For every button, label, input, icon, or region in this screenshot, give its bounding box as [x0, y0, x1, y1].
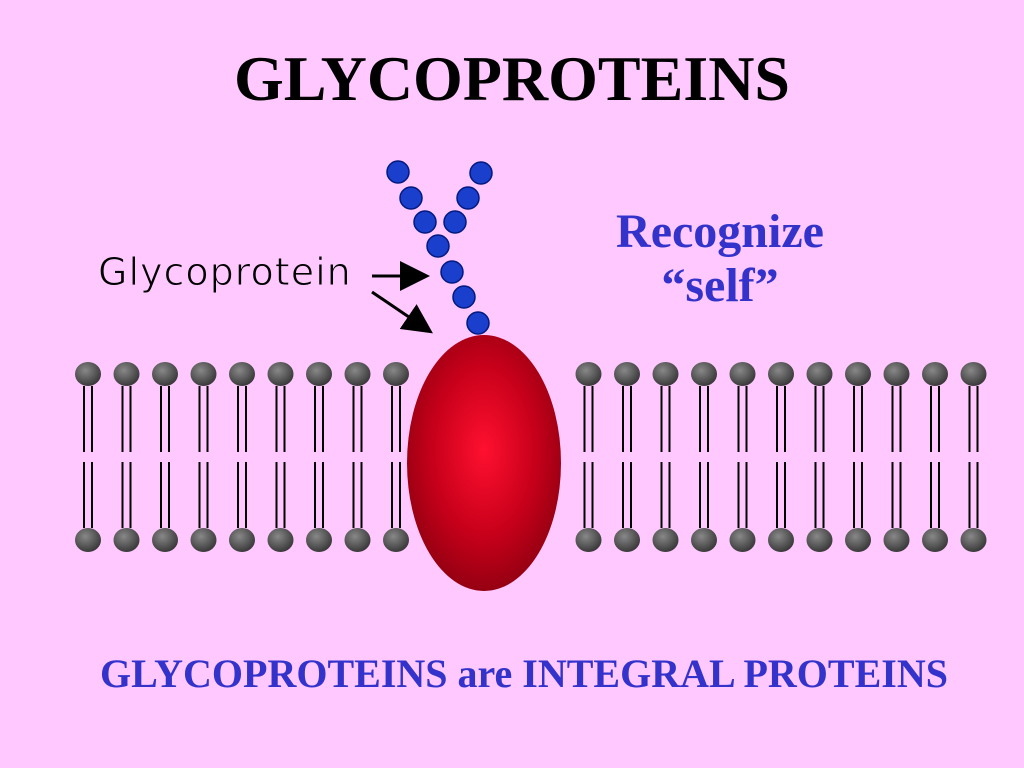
sugar-bead	[440, 260, 464, 284]
slide-title: GLYCOPROTEINS	[234, 43, 790, 114]
sugar-bead	[456, 186, 480, 210]
carbohydrate-chain	[386, 160, 493, 335]
phospholipid-head	[652, 362, 679, 386]
sugar-bead	[443, 210, 467, 234]
callout-line-1: Recognize	[616, 205, 824, 258]
phospholipid-head	[652, 528, 679, 552]
phospholipid-head	[806, 528, 833, 552]
sugar-bead	[386, 160, 410, 184]
pointer-arrow-protein	[371, 290, 433, 334]
phospholipid-head	[575, 528, 602, 552]
phospholipid-head	[113, 362, 140, 386]
phospholipid-head	[229, 528, 255, 552]
glycoprotein-pointer-arrows	[371, 261, 433, 334]
phospholipid-head	[729, 528, 756, 552]
phospholipid-head	[922, 528, 948, 552]
phospholipid-head	[344, 528, 371, 552]
recognize-self-callout: Recognize “self”	[560, 205, 880, 313]
phospholipid-head	[845, 362, 871, 386]
sugar-bead	[469, 161, 493, 185]
phospholipid-bilayer	[75, 362, 987, 552]
integral-protein	[407, 335, 561, 591]
phospholipid-head	[267, 528, 294, 552]
phospholipid-head	[152, 362, 178, 386]
phospholipid-head	[729, 362, 756, 386]
phospholipid-head	[267, 362, 294, 386]
phospholipid-head	[768, 362, 794, 386]
phospholipid-head	[152, 528, 178, 552]
phospholipid-head	[383, 528, 409, 552]
glycoprotein-label: Glycoprotein	[98, 250, 352, 295]
sugar-bead	[452, 285, 476, 309]
phospholipid-head	[75, 528, 101, 552]
phospholipid-head	[306, 528, 332, 552]
phospholipid-head	[575, 362, 602, 386]
phospholipid-head	[691, 528, 717, 552]
phospholipid-head	[306, 362, 332, 386]
phospholipid-head	[883, 528, 910, 552]
sugar-bead	[413, 210, 437, 234]
sugar-bead	[466, 311, 490, 335]
phospholipid-head	[806, 362, 833, 386]
phospholipid-head	[614, 362, 640, 386]
callout-line-2: “self”	[661, 259, 779, 312]
phospholipid-head	[768, 528, 794, 552]
phospholipid-head	[845, 528, 871, 552]
phospholipid-head	[614, 528, 640, 552]
phospholipid-head	[960, 362, 987, 386]
phospholipid-head	[344, 362, 371, 386]
phospholipid-head	[229, 362, 255, 386]
phospholipid-head	[383, 362, 409, 386]
phospholipid-head	[190, 528, 217, 552]
bottom-caption: GLYCOPROTEINS are INTEGRAL PROTEINS	[100, 651, 948, 696]
sugar-bead	[399, 186, 423, 210]
phospholipid-head	[883, 362, 910, 386]
phospholipid-head	[691, 362, 717, 386]
phospholipid-head	[922, 362, 948, 386]
sugar-bead	[426, 234, 450, 258]
phospholipid-head	[190, 362, 217, 386]
phospholipid-head	[75, 362, 101, 386]
phospholipid-head	[113, 528, 140, 552]
phospholipid-head	[960, 528, 987, 552]
